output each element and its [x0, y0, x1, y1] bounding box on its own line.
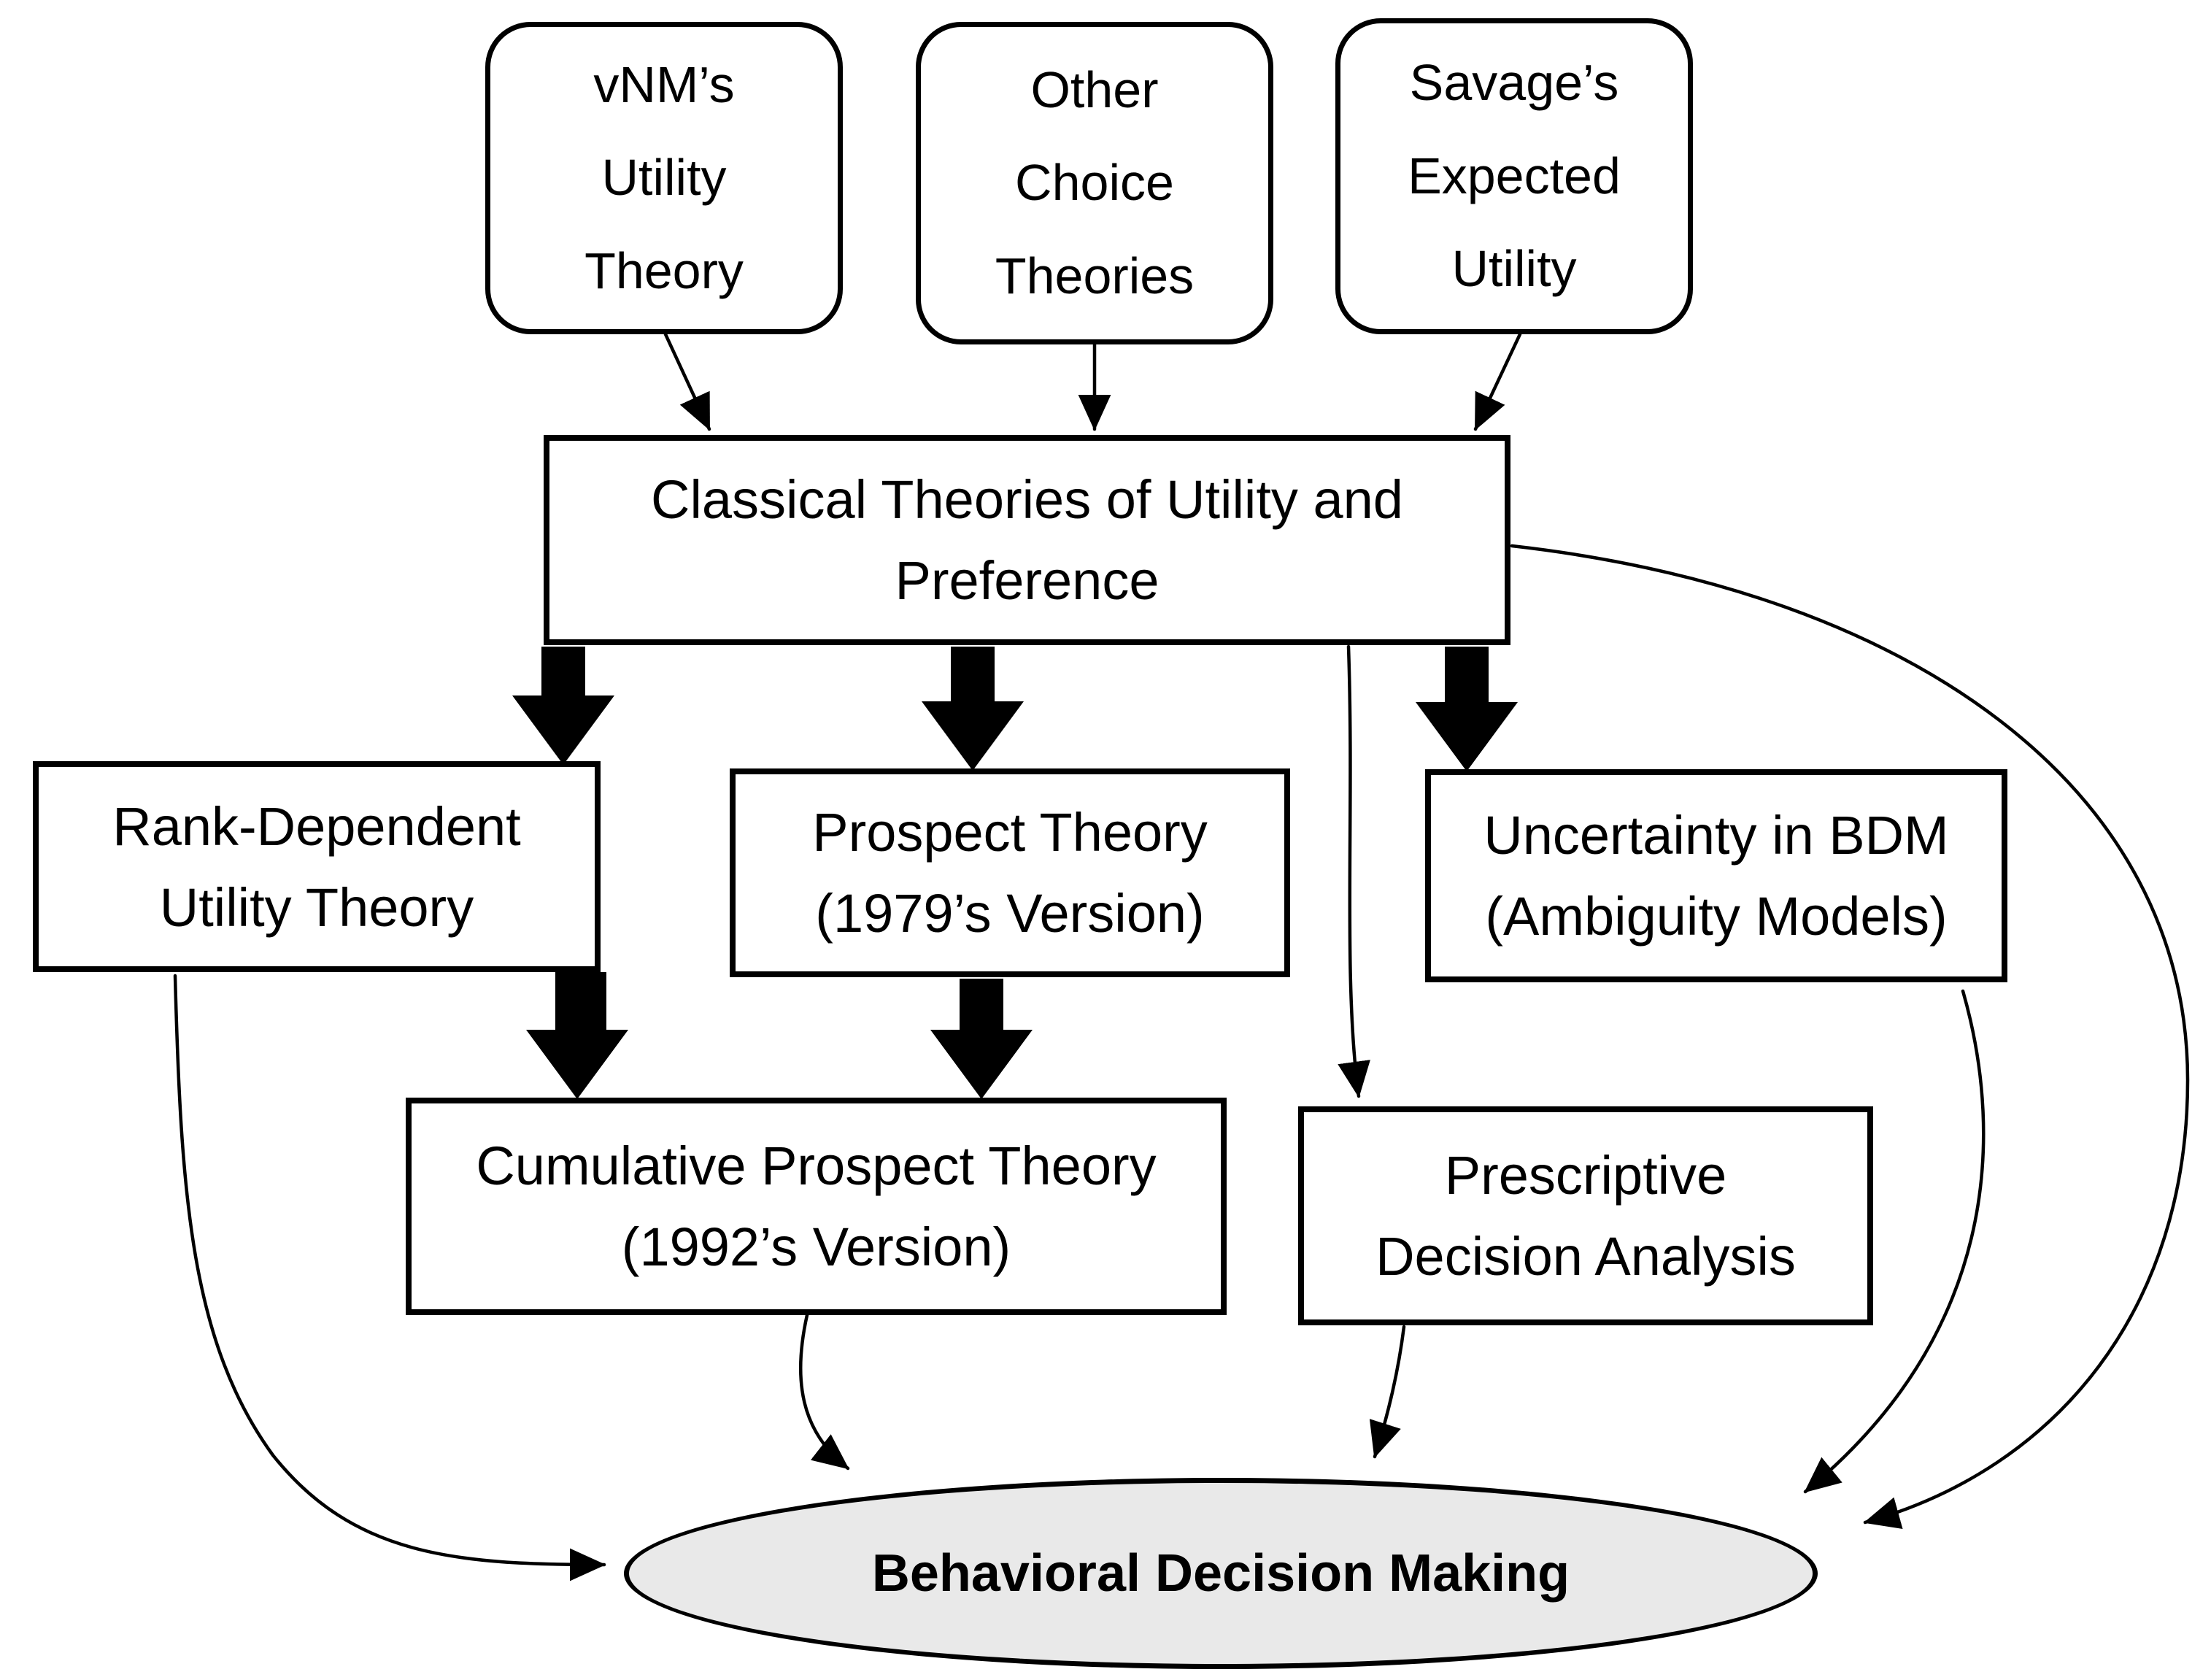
node-label-line: Prescriptive [1444, 1145, 1727, 1206]
edge-cumulative-to-bdm-arrow [798, 1313, 850, 1471]
node-label-line: Uncertainty in BDM [1483, 805, 1949, 866]
thick-arrow-classical-to-rank [512, 647, 614, 765]
thick-arrow-classical-to-prospect [922, 647, 1024, 771]
node-label-line: Other [1030, 61, 1159, 118]
node-label-line: Cumulative Prospect Theory [476, 1136, 1157, 1196]
edge-classical-to-bdm-arrow [1510, 544, 2190, 1529]
edge-classical-to-prescriptive-arrow [1338, 644, 1370, 1098]
node-label-line: Behavioral Decision Making [871, 1544, 1570, 1603]
node-label-line: Theory [584, 242, 744, 299]
node-label-line: Utility Theory [159, 876, 474, 938]
node-label-line: Rank-Dependent [112, 795, 521, 857]
node-label-line: Utility [601, 149, 727, 207]
node-rank-dependent-utility: Rank-Dependent Utility Theory [33, 761, 601, 972]
node-label-line: Theories [995, 247, 1195, 304]
node-classical-theories: Classical Theories of Utility and Prefer… [544, 435, 1510, 645]
node-prescriptive-decision-analysis: Prescriptive Decision Analysis [1298, 1106, 1873, 1325]
node-label-line: (Ambiguity Models) [1485, 886, 1948, 947]
node-prospect-theory-1979: Prospect Theory (1979’s Version) [730, 768, 1290, 977]
node-label-line: (1992’s Version) [621, 1217, 1011, 1277]
node-label-line: Choice [1015, 154, 1174, 212]
edge-savage-to-classical-arrow [1473, 332, 1522, 431]
node-label-line: Decision Analysis [1375, 1226, 1796, 1287]
edge-vnm-to-classical-arrow [663, 332, 711, 431]
node-label-line: Expected [1408, 147, 1621, 204]
thick-arrow-rank-to-cumulative [526, 972, 628, 1099]
thick-arrow-classical-to-uncertainty [1416, 647, 1518, 771]
node-label-line: Prospect Theory [812, 802, 1208, 863]
node-vnm-utility-theory: vNM’s Utility Theory [485, 22, 843, 334]
node-other-choice-theories: Other Choice Theories [916, 22, 1273, 344]
node-cumulative-prospect-theory: Cumulative Prospect Theory (1992’s Versi… [406, 1098, 1227, 1315]
thick-arrow-prospect-to-cumulative [930, 979, 1033, 1099]
node-label-line: Preference [895, 550, 1159, 611]
node-behavioral-decision-making: Behavioral Decision Making [624, 1478, 1818, 1669]
node-label-line: Utility [1451, 240, 1577, 298]
edge-prescriptive-to-bdm-arrow [1369, 1325, 1406, 1459]
node-label-line: (1979’s Version) [815, 883, 1205, 944]
node-label-line: vNM’s [593, 55, 735, 113]
node-uncertainty-in-bdm: Uncertainty in BDM (Ambiguity Models) [1425, 769, 2007, 982]
node-label-line: Savage’s [1409, 54, 1619, 112]
node-savages-expected-utility: Savage’s Expected Utility [1335, 18, 1693, 334]
node-label-line: Classical Theories of Utility and [651, 469, 1403, 530]
